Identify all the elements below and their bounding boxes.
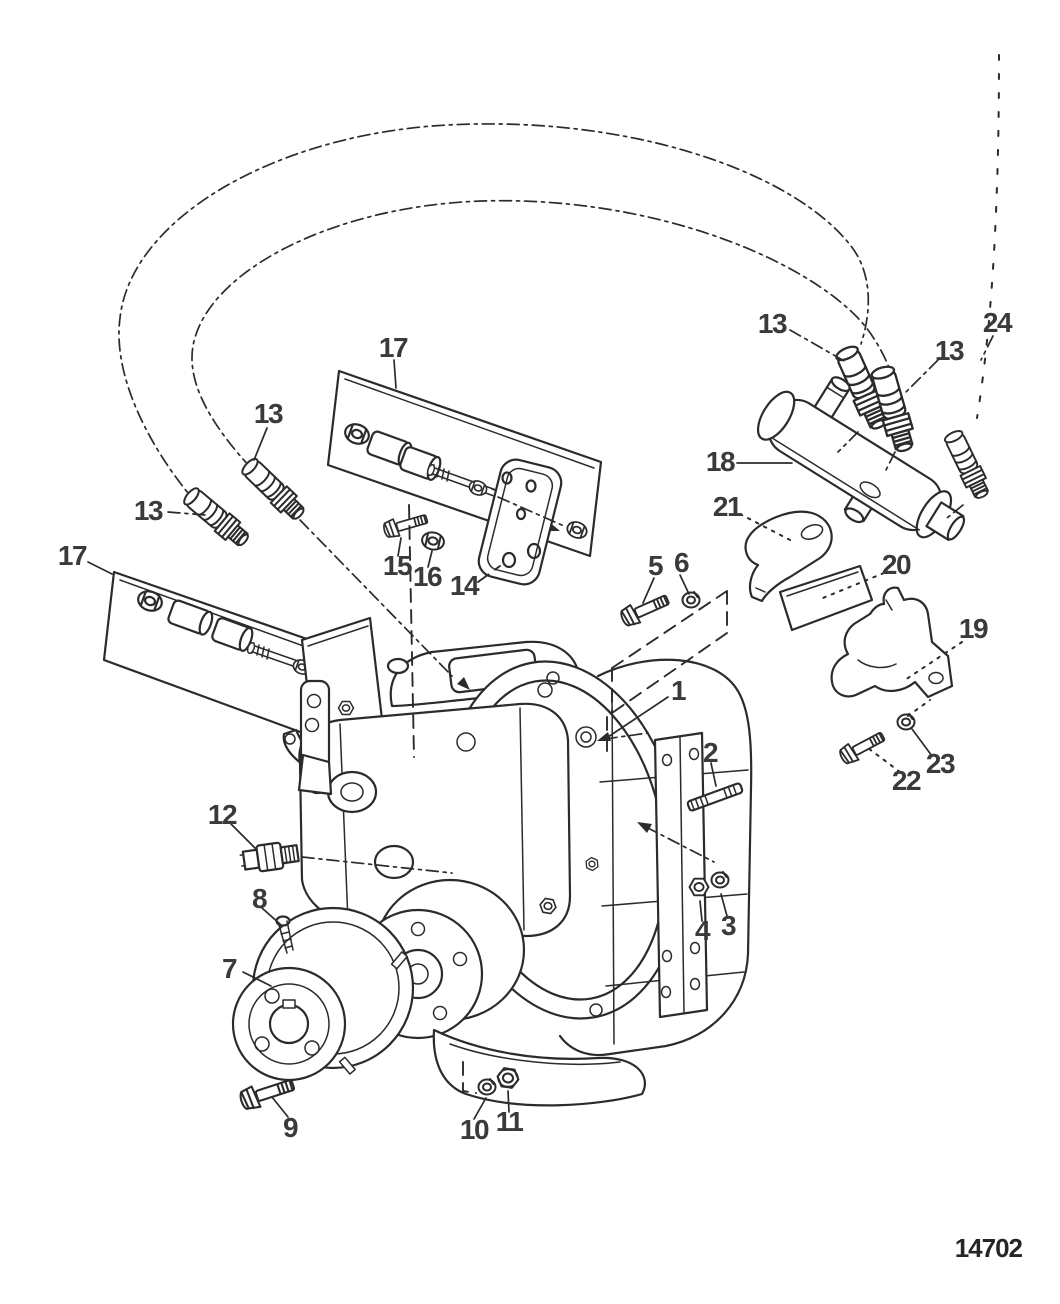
clamp-21 (744, 510, 833, 603)
nut-11 (495, 1066, 521, 1090)
bolt-15 (381, 509, 430, 541)
bracket-19 (830, 586, 954, 699)
bolt-5 (617, 589, 673, 630)
oil-cooler-18 (756, 376, 966, 542)
install-arrows (299, 431, 964, 863)
nut-16 (419, 529, 447, 553)
kit-plate-17-upper (326, 369, 603, 558)
washer-3 (710, 870, 730, 889)
stud-2 (686, 782, 744, 812)
leader-lines (87, 329, 994, 1120)
hose-upper (118, 123, 870, 506)
plate-20 (778, 564, 874, 632)
fitting-24 (940, 427, 994, 503)
coupler-7 (231, 906, 415, 1082)
drawing-number: 14702 (954, 1233, 1023, 1263)
transmission-housing (282, 616, 753, 1107)
washer-6 (681, 590, 701, 609)
washer-23 (896, 699, 931, 731)
bolt-22 (836, 726, 889, 768)
shift-bracket (297, 679, 355, 796)
washer-10 (462, 1061, 497, 1096)
bracket-14 (477, 458, 590, 586)
fitting-13-mid (237, 454, 310, 525)
bolt-9 (236, 1073, 298, 1113)
dashed-install-outline (606, 590, 728, 756)
nut-4 (688, 877, 710, 897)
hose-right-dashed (976, 54, 1000, 419)
sensor-12 (239, 841, 453, 874)
fitting-13-left (179, 483, 254, 552)
hose-inner (191, 199, 894, 469)
